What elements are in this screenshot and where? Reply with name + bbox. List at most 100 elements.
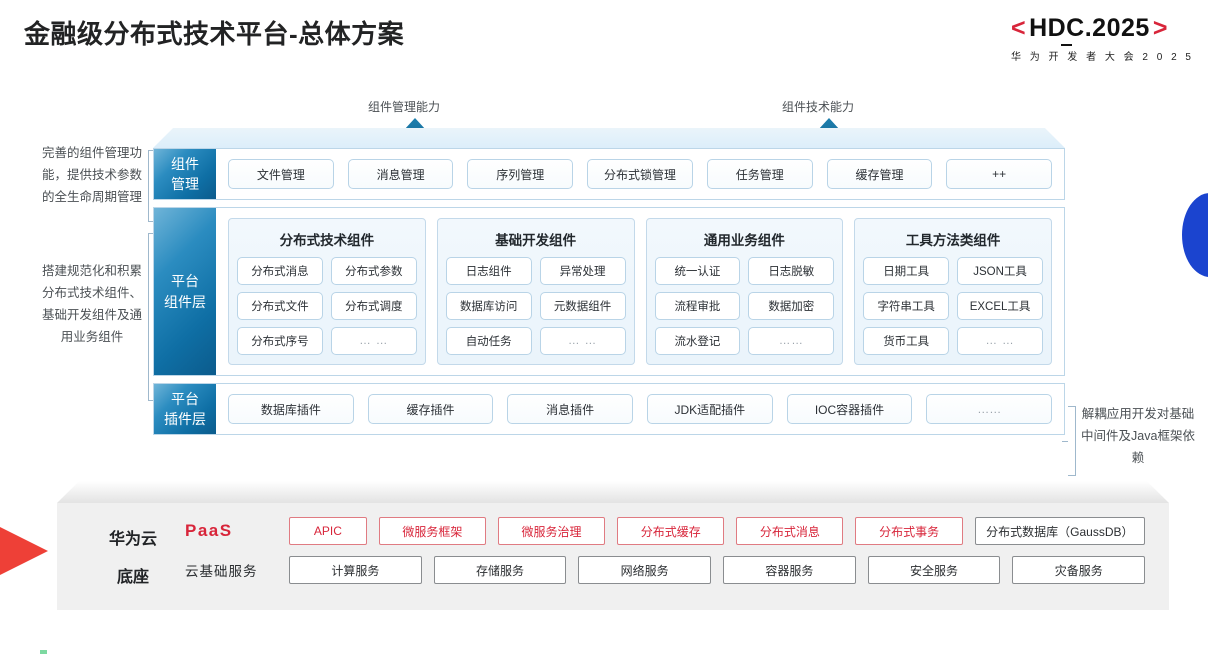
component-cell[interactable]: 日期工具 — [863, 257, 950, 285]
paas-row: PaaS APIC 微服务框架 微服务治理 分布式缓存 分布式消息 分布式事务 … — [185, 517, 1145, 545]
component-cell-more[interactable]: … … — [957, 327, 1043, 355]
layer-header-line1: 平台 — [171, 390, 199, 407]
architecture-stack: 组件 管理 文件管理 消息管理 序列管理 分布式锁管理 任务管理 缓存管理 ++… — [153, 128, 1065, 442]
paas-service[interactable]: 分布式缓存 — [617, 517, 725, 545]
layer-body-platform-plugin: 数据库插件 缓存插件 消息插件 JDK适配插件 IOC容器插件 …… — [216, 384, 1064, 434]
page-title: 金融级分布式技术平台-总体方案 — [24, 19, 405, 49]
component-group: 工具方法类组件 日期工具 JSON工具 字符串工具 EXCEL工具 货币工具 …… — [854, 218, 1052, 365]
cloud-base-label: 云基础服务 — [185, 564, 258, 579]
component-cell[interactable]: 数据加密 — [748, 292, 835, 320]
paas-service[interactable]: 微服务框架 — [378, 517, 486, 545]
bracket-left-icon: < — [1010, 14, 1027, 42]
pill-item[interactable]: 数据库插件 — [228, 394, 354, 424]
pill-item[interactable]: 任务管理 — [706, 159, 813, 189]
component-cell[interactable]: 字符串工具 — [863, 292, 950, 320]
component-cell[interactable]: 异常处理 — [539, 257, 626, 285]
hdc-logo-main: < HDC.2025 > — [1010, 14, 1194, 46]
component-cell[interactable]: 日志脱敏 — [748, 257, 835, 285]
group-grid: 分布式消息 分布式参数 分布式文件 分布式调度 分布式序号 … … — [237, 257, 417, 355]
foundation-title: 华为云 底座 — [81, 517, 185, 598]
pill-item[interactable]: 文件管理 — [228, 159, 334, 189]
component-cell[interactable]: 流程审批 — [654, 292, 741, 320]
component-cell[interactable]: 数据库访问 — [445, 292, 532, 320]
component-cell[interactable]: 分布式调度 — [330, 292, 417, 320]
pill-item[interactable]: 序列管理 — [467, 159, 574, 189]
cloud-base-row: 云基础服务 计算服务 存储服务 网络服务 容器服务 安全服务 灾备服务 — [185, 556, 1146, 584]
pill-item[interactable]: 消息插件 — [507, 394, 634, 424]
component-cell[interactable]: 分布式参数 — [330, 257, 417, 285]
component-cell[interactable]: 流水登记 — [654, 327, 741, 355]
layer-component-management: 组件 管理 文件管理 消息管理 序列管理 分布式锁管理 任务管理 缓存管理 ++ — [153, 148, 1065, 200]
pill-item-more[interactable]: …… — [926, 394, 1053, 424]
foundation-rows: PaaS APIC 微服务框架 微服务治理 分布式缓存 分布式消息 分布式事务 … — [185, 517, 1146, 584]
pill-item[interactable]: IOC容器插件 — [786, 394, 913, 424]
slab-top-surface — [57, 481, 1169, 503]
component-cell[interactable]: 分布式序号 — [237, 327, 323, 355]
paas-service[interactable]: 微服务治理 — [497, 517, 606, 545]
cloud-service[interactable]: 灾备服务 — [1012, 556, 1146, 584]
layer-body-platform-component: 分布式技术组件 分布式消息 分布式参数 分布式文件 分布式调度 分布式序号 … … — [216, 208, 1064, 375]
cloud-service[interactable]: 计算服务 — [289, 556, 422, 584]
component-cell[interactable]: 货币工具 — [863, 327, 950, 355]
foundation-title-line2: 底座 — [116, 569, 149, 587]
component-cell[interactable]: 分布式消息 — [237, 257, 323, 285]
layer-header-platform-component: 平台 组件层 — [154, 208, 216, 375]
group-title: 通用业务组件 — [703, 233, 785, 248]
paas-label: PaaS — [185, 521, 233, 540]
side-note-left-top: 完善的组件管理功能，提供技术参数的全生命周期管理 — [41, 146, 142, 204]
hdc-logo-text: HDC.2025 — [1029, 14, 1150, 46]
plugin-items: 数据库插件 缓存插件 消息插件 JDK适配插件 IOC容器插件 …… — [228, 394, 1053, 424]
layer-platform-component: 平台 组件层 分布式技术组件 分布式消息 分布式参数 分布式文件 分布式调度 分… — [153, 207, 1065, 376]
layer-header-component-management: 组件 管理 — [154, 149, 216, 199]
paas-service-database[interactable]: 分布式数据库（GaussDB） — [974, 517, 1145, 545]
component-cell-more[interactable]: …… — [748, 327, 835, 355]
brace-right — [1062, 406, 1076, 476]
layer-header-line2: 组件层 — [164, 293, 206, 310]
cloud-service[interactable]: 安全服务 — [867, 556, 1001, 584]
pill-item[interactable]: JDK适配插件 — [647, 394, 773, 424]
paas-service[interactable]: 分布式消息 — [736, 517, 844, 545]
component-group: 通用业务组件 统一认证 日志脱敏 流程审批 数据加密 流水登记 …… — [645, 218, 844, 365]
pill-item[interactable]: 消息管理 — [347, 159, 454, 189]
hdc-logo-subtitle: 华 为 开 发 者 大 会 2 0 2 5 — [1010, 52, 1194, 63]
stack-top-surface — [153, 128, 1065, 148]
huawei-cloud-foundation: 华为云 底座 PaaS APIC 微服务框架 微服务治理 分布式缓存 分布式消息… — [57, 481, 1169, 610]
hdc-logo: < HDC.2025 > 华 为 开 发 者 大 会 2 0 2 5 — [1011, 14, 1194, 63]
group-grid: 日志组件 异常处理 数据库访问 元数据组件 自动任务 … … — [445, 257, 626, 355]
layer-header-line2: 管理 — [171, 176, 199, 192]
layer-platform-plugin: 平台 插件层 数据库插件 缓存插件 消息插件 JDK适配插件 IOC容器插件 …… — [153, 383, 1065, 435]
pill-item[interactable]: 缓存插件 — [367, 394, 494, 424]
blue-circle-decoration — [1182, 193, 1208, 277]
component-cell[interactable]: EXCEL工具 — [957, 292, 1043, 320]
cloud-service[interactable]: 容器服务 — [723, 556, 856, 584]
pill-item[interactable]: 缓存管理 — [826, 159, 933, 189]
paas-service[interactable]: 分布式事务 — [855, 517, 963, 545]
pill-item[interactable]: 分布式锁管理 — [587, 159, 693, 189]
group-grid: 日期工具 JSON工具 字符串工具 EXCEL工具 货币工具 … … — [863, 257, 1043, 355]
component-management-items: 文件管理 消息管理 序列管理 分布式锁管理 任务管理 缓存管理 ++ — [228, 159, 1053, 189]
component-cell[interactable]: 日志组件 — [445, 257, 532, 285]
component-groups: 分布式技术组件 分布式消息 分布式参数 分布式文件 分布式调度 分布式序号 … … — [228, 218, 1052, 365]
component-cell-more[interactable]: … … — [330, 327, 417, 355]
component-cell-more[interactable]: … … — [539, 327, 626, 355]
component-cell[interactable]: 自动任务 — [445, 327, 532, 355]
foundation-title-line1: 华为云 — [108, 531, 157, 548]
group-grid: 统一认证 日志脱敏 流程审批 数据加密 流水登记 …… — [654, 257, 835, 355]
slab-body: 华为云 底座 PaaS APIC 微服务框架 微服务治理 分布式缓存 分布式消息… — [57, 503, 1169, 610]
component-cell[interactable]: 分布式文件 — [237, 292, 323, 320]
arrow-label-component-technology: 组件技术能力 — [782, 100, 855, 114]
component-cell[interactable]: JSON工具 — [957, 257, 1043, 285]
group-title: 基础开发组件 — [495, 233, 577, 248]
paas-service[interactable]: APIC — [289, 517, 367, 545]
cloud-service[interactable]: 网络服务 — [578, 556, 712, 584]
component-cell[interactable]: 元数据组件 — [539, 292, 626, 320]
component-group: 分布式技术组件 分布式消息 分布式参数 分布式文件 分布式调度 分布式序号 … … — [228, 218, 426, 365]
layer-body-component-management: 文件管理 消息管理 序列管理 分布式锁管理 任务管理 缓存管理 ++ — [216, 149, 1064, 199]
bracket-right-icon: > — [1152, 14, 1168, 42]
component-cell[interactable]: 统一认证 — [654, 257, 741, 285]
cloud-service[interactable]: 存储服务 — [433, 556, 567, 584]
layer-header-platform-plugin: 平台 插件层 — [154, 384, 216, 434]
red-wedge-decoration — [0, 512, 48, 590]
side-note-right: 解耦应用开发对基础中间件及Java框架依赖 — [1081, 407, 1195, 465]
pill-item-add[interactable]: ++ — [946, 159, 1053, 189]
